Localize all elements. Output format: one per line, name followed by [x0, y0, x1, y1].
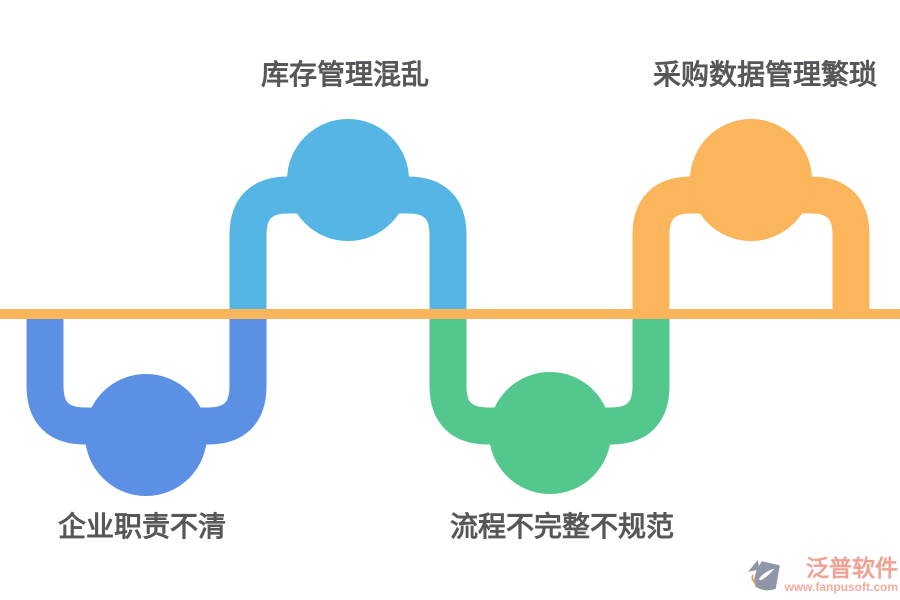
fanpu-logo-icon	[748, 560, 781, 591]
node-label-2: 库存管理混乱	[260, 59, 430, 90]
node-circle-1	[85, 374, 207, 496]
baseline	[0, 309, 900, 319]
node-label-4: 采购数据管理繁琐	[652, 59, 878, 90]
watermark-title: 泛普软件	[806, 555, 898, 581]
node-circle-4	[690, 119, 812, 241]
watermark-url: www.fanpusoft.com	[784, 580, 898, 594]
node-circle-3	[489, 372, 611, 494]
node-label-1: 企业职责不清	[57, 511, 227, 542]
node-circle-2	[287, 119, 409, 241]
node-label-3: 流程不完整不规范	[449, 511, 675, 542]
watermark: 泛普软件 www.fanpusoft.com	[746, 556, 898, 594]
